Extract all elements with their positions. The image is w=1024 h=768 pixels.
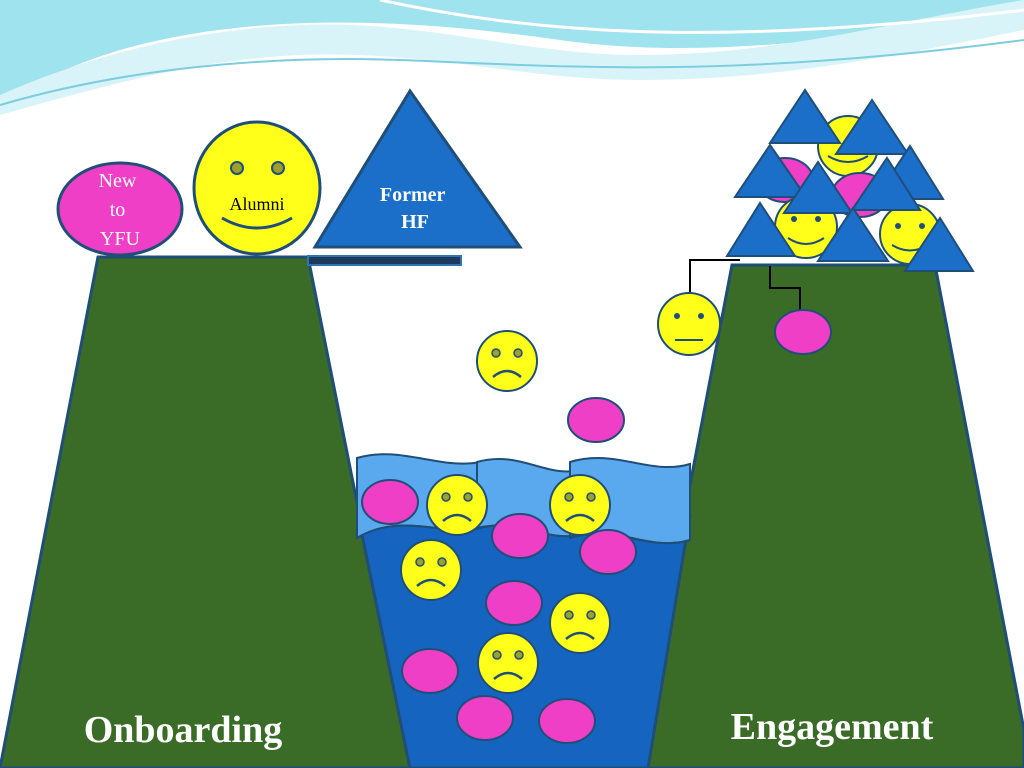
hanging-pink-person	[774, 309, 832, 355]
new-to-yfu-label: New to YFU	[99, 170, 142, 250]
sad-face	[400, 539, 462, 601]
crowd-triangle	[834, 98, 910, 155]
sad-face	[426, 474, 488, 536]
pink-person	[485, 580, 543, 626]
former-hf-triangle	[312, 88, 523, 249]
crowd-triangle	[816, 206, 890, 262]
pink-person	[538, 698, 596, 744]
pink-person	[401, 648, 459, 694]
water-pink-people	[361, 397, 637, 744]
onboarding-label: Onboarding	[84, 709, 283, 751]
crowd-triangle	[733, 143, 808, 198]
bridge-plank	[307, 255, 462, 266]
former-hf-label: Former HF	[380, 184, 450, 233]
alumni-smiley	[192, 120, 322, 256]
new-to-yfu-circle	[56, 161, 184, 257]
hanging-people	[657, 259, 832, 356]
pink-person	[491, 513, 549, 559]
sad-face	[477, 632, 539, 694]
engagement-label: Engagement	[731, 706, 934, 748]
crowd-triangle	[903, 216, 975, 272]
alumni-label: Alumni	[229, 194, 284, 214]
crowd-triangle	[725, 201, 797, 257]
top-wave-decoration	[0, 0, 1024, 115]
sad-face	[549, 592, 611, 654]
crowd-triangle	[768, 88, 842, 144]
pink-person	[456, 695, 514, 741]
new-to-yfu-line-1: New	[99, 170, 137, 192]
pink-person	[579, 529, 637, 575]
neutral-face	[657, 292, 721, 356]
crowd-triangle	[850, 156, 922, 211]
sad-face	[476, 330, 538, 392]
pink-person	[361, 479, 419, 525]
pink-person-falling	[567, 397, 625, 443]
new-to-yfu-line-2: to	[110, 199, 126, 221]
engagement-crowd	[725, 88, 975, 272]
crowd-triangle	[782, 160, 854, 214]
former-hf-line-2: HF	[401, 211, 429, 233]
former-hf-line-1: Former	[380, 184, 446, 206]
sad-face	[549, 474, 611, 536]
sad-faces	[400, 330, 611, 694]
onboarding-mountain	[0, 255, 412, 768]
new-to-yfu-line-3: YFU	[100, 228, 141, 250]
